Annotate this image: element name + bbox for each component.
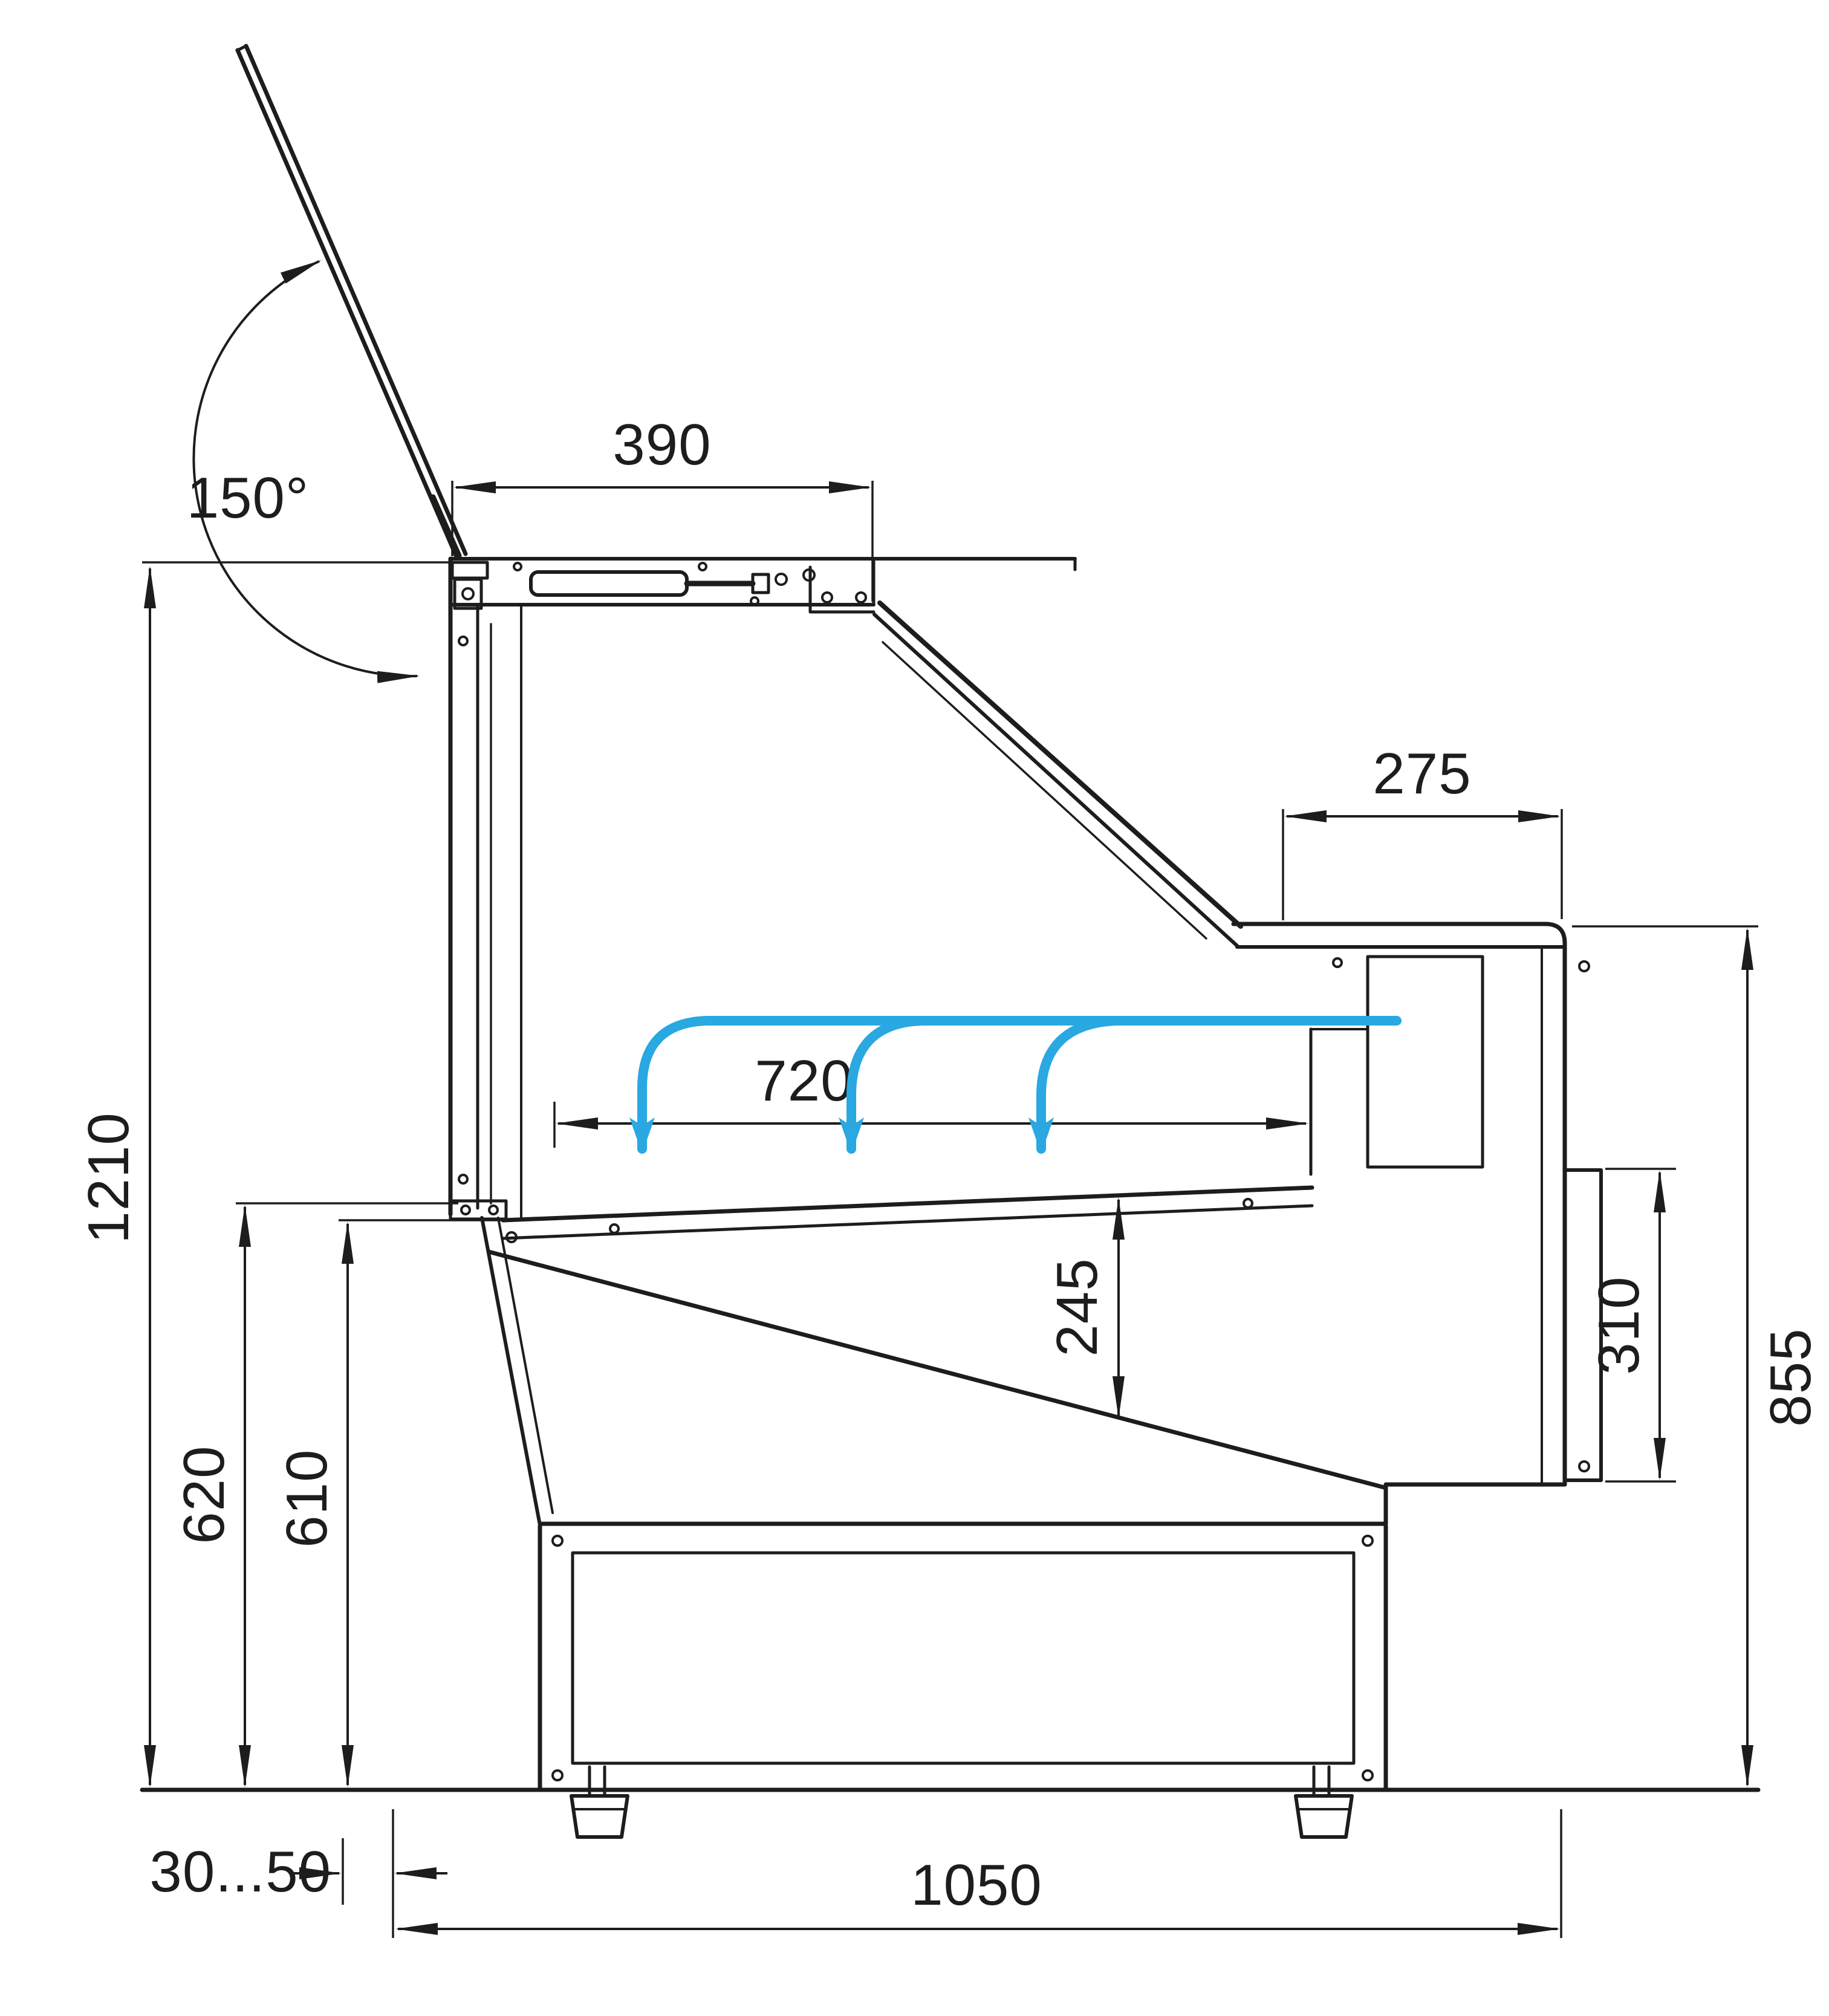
dim-1050: 1050 [395, 1809, 1562, 1938]
angle-arc [192, 260, 420, 683]
rear-glass-slant [872, 600, 1243, 948]
dim-label-720: 720 [755, 1049, 853, 1113]
dim-1210: 1210 [76, 561, 450, 1787]
airflow-stream-1 [629, 1016, 1402, 1154]
dim-620: 620 [172, 1202, 458, 1787]
gas-strut [529, 568, 816, 597]
dim-label-390: 390 [612, 412, 711, 477]
airflow-arrows [629, 1016, 1402, 1154]
well-bottom [480, 1216, 1387, 1527]
airflow-stream-3 [1028, 1016, 1120, 1154]
hinge-bracket [450, 561, 489, 610]
top-frame [449, 557, 1077, 614]
dim-610: 610 [275, 1219, 509, 1787]
dim-245: 245 [1045, 1197, 1125, 1419]
dim-275: 275 [1282, 741, 1563, 920]
dim-855: 855 [1572, 925, 1823, 1787]
dim-label-245: 245 [1045, 1258, 1109, 1356]
adjustable-foot-left [570, 1765, 629, 1839]
dim-label-310: 310 [1587, 1276, 1651, 1374]
machine-base [538, 1521, 1388, 1792]
dim-label-610: 610 [275, 1449, 339, 1547]
dim-label-1210: 1210 [76, 1112, 141, 1244]
dim-390: 390 [451, 412, 874, 602]
rear-shelf [1231, 922, 1567, 1526]
condenser-panel [1563, 960, 1603, 1482]
dim-720: 720 [553, 1049, 1308, 1148]
dim-label-1050: 1050 [911, 1853, 1042, 1917]
dim-30-50: 30...50 [149, 1809, 447, 1938]
dim-label-angle: 150° [187, 466, 310, 530]
airflow-stream-2 [839, 1016, 927, 1154]
evaporator-unit [1309, 955, 1484, 1176]
dim-angle-150: 150° [187, 260, 420, 683]
front-wall [448, 556, 522, 1221]
dim-label-620: 620 [172, 1445, 236, 1544]
display-deck [501, 1185, 1314, 1240]
dim-label-30-50: 30...50 [149, 1839, 331, 1904]
adjustable-foot-right [1294, 1765, 1354, 1839]
dim-label-275: 275 [1373, 741, 1471, 806]
dim-label-855: 855 [1758, 1328, 1823, 1426]
rear-bracket [808, 565, 876, 614]
dim-310: 310 [1587, 1168, 1676, 1483]
